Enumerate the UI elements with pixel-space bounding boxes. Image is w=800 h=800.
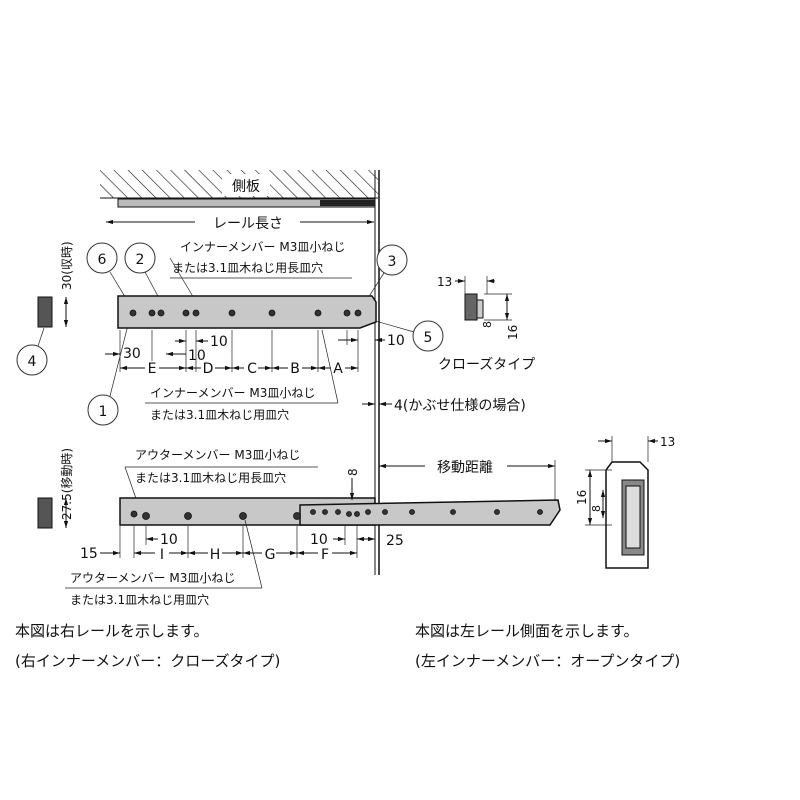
outer-rail-extended [119, 497, 561, 526]
svg-text:3: 3 [388, 254, 397, 270]
svg-text:13: 13 [437, 275, 452, 289]
dim-A: A [333, 361, 343, 377]
dim-15: 15 [80, 546, 98, 562]
svg-text:16: 16 [575, 490, 589, 505]
outer-slot-label-2: または3.1皿木ねじ用長皿穴 [135, 470, 286, 485]
close-type-label: クローズタイプ [438, 357, 535, 373]
moving-height-label: 27.5(移動時) [60, 448, 74, 520]
outer-hole-label-1: アウターメンバー M3皿小ねじ [70, 571, 235, 585]
rail-profile-moving [37, 497, 53, 529]
svg-text:1: 1 [99, 404, 108, 420]
dim-D: D [203, 361, 214, 377]
inner-slot-label-2: または3.1皿木ねじ用長皿穴 [172, 260, 323, 275]
close-type-inset: 13 16 8 [437, 275, 520, 340]
svg-text:8: 8 [481, 321, 494, 328]
dim-E: E [148, 361, 157, 377]
caption-left-2: (右インナーメンバー：クローズタイプ) [15, 652, 280, 670]
rail-profile-closed [37, 296, 53, 328]
dim-10b: 10 [210, 334, 228, 350]
svg-text:6: 6 [98, 252, 107, 268]
dim-H: H [210, 547, 221, 563]
top-rail-plan [117, 198, 376, 208]
caption-left-1: 本図は右レールを示します。 [15, 622, 209, 640]
callout-3: 3 [367, 244, 408, 299]
inner-slot-label-1: インナーメンバー M3皿小ねじ [180, 240, 345, 254]
caption-right-1: 本図は左レール側面を示します。 [415, 622, 639, 640]
inner-hole-label-2: または3.1皿木ねじ用皿穴 [150, 407, 289, 422]
side-panel-label: 側板 [232, 179, 260, 195]
dim-G: G [265, 547, 276, 563]
dim-10-bottom-b: 10 [310, 532, 328, 548]
inner-hole-label-1: インナーメンバー M3皿小ねじ [150, 386, 315, 400]
overlay-label: 4(かぶせ仕様の場合) [394, 398, 526, 414]
svg-text:8: 8 [590, 505, 603, 512]
svg-text:4: 4 [28, 354, 37, 370]
svg-text:2: 2 [136, 252, 145, 268]
outer-hole-label-2: または3.1皿木ねじ用皿穴 [70, 592, 209, 607]
dim-10a: 10 [188, 348, 206, 364]
inner-rail-closed [117, 295, 377, 329]
outer-slot-label-1: アウターメンバー M3皿小ねじ [135, 448, 300, 462]
open-type-inset: 13 16 8 [575, 435, 675, 569]
svg-text:16: 16 [506, 325, 520, 340]
travel-label: 移動距離 [437, 459, 493, 476]
dim-30: 30 [123, 346, 141, 362]
dim-I: I [160, 547, 164, 563]
callout-2: 2 [124, 242, 161, 301]
rail-length-label: レール長さ [213, 216, 283, 232]
closed-height-label: 30(収時) [60, 241, 74, 290]
dim-F: F [321, 547, 329, 563]
dim-25: 25 [386, 533, 404, 549]
dim-10-bottom-a: 10 [160, 532, 178, 548]
callout-4: 4 [16, 327, 48, 376]
svg-text:13: 13 [660, 435, 675, 449]
caption-right-2: (左インナーメンバー：オープンタイプ) [415, 652, 680, 670]
svg-text:5: 5 [424, 330, 433, 346]
dim-8: 8 [346, 468, 360, 476]
dim-C: C [247, 361, 257, 377]
callout-1: 1 [87, 324, 129, 426]
dim-10c: 10 [387, 333, 405, 349]
side-panel: 側板 [100, 170, 378, 199]
dim-B: B [290, 361, 300, 377]
